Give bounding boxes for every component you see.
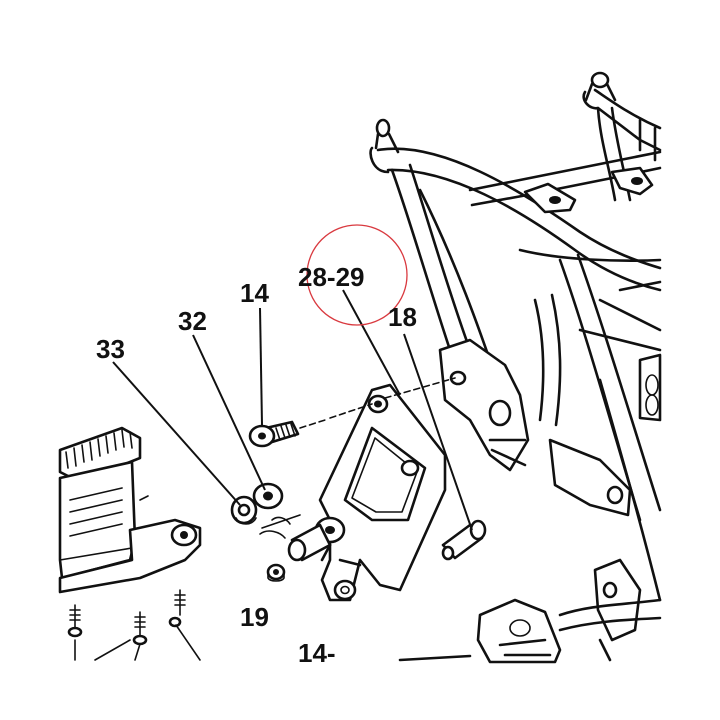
washer-33 [230,495,258,525]
footrest-bracket [314,383,447,602]
footpeg [58,426,202,661]
label-28-29: 28-29 [298,262,365,292]
label-18: 18 [388,302,417,332]
motorcycle-frame [369,71,662,662]
callout-labels: 28-29 14 32 33 18 19 14- [96,262,417,668]
pivot-pin [441,519,487,561]
label-14: 14 [240,278,269,308]
label-19: 19 [240,602,269,632]
nut-19 [266,563,286,582]
pivot-shaft [259,514,332,562]
label-32: 32 [178,306,207,336]
leader-lines [112,289,473,531]
label-14-bottom: 14- [298,638,336,668]
highlight-circle [306,224,408,326]
bolt-14 [248,377,456,448]
washer-32 [252,482,284,510]
label-33: 33 [96,334,125,364]
lower-bracket [398,598,662,664]
